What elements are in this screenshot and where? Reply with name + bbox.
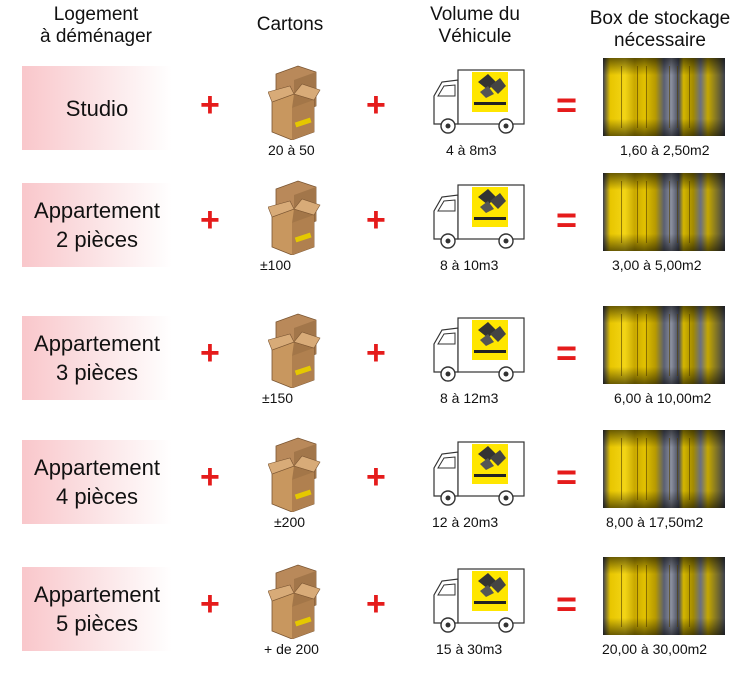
housing-label-line: Appartement [34, 455, 160, 480]
housing-label: Appartement 5 pièces [22, 567, 172, 651]
vehicle-volume: 8 à 12m3 [440, 390, 499, 406]
header-housing: Logement à déménager [6, 4, 186, 48]
plus-sign: + [200, 86, 220, 124]
storage-box-photo [603, 173, 725, 251]
boxes-illustration [267, 432, 324, 513]
vehicle-volume: 12 à 20m3 [432, 514, 499, 530]
boxes-count: ±200 [274, 514, 306, 530]
plus-sign: + [366, 334, 386, 372]
vehicle-volume: 4 à 8m3 [446, 142, 497, 158]
plus-sign: + [200, 201, 220, 239]
header-boxes: Cartons [256, 14, 324, 35]
housing-row: Appartement 4 pièces + ±200 + 12 à 20m3 =… [0, 430, 750, 538]
header-vehicle-line-1: Volume du [430, 4, 520, 25]
storage-surface: 20,00 à 30,00m2 [602, 641, 708, 657]
equals-sign: = [556, 583, 578, 624]
housing-label-line: Appartement [34, 331, 160, 356]
cardboard-boxes-icon [267, 313, 321, 389]
plus-sign: + [366, 585, 386, 623]
cardboard-boxes-icon [267, 65, 321, 141]
housing-label: Appartement 3 pièces [22, 316, 172, 400]
vehicle-volume: 8 à 10m3 [440, 257, 499, 273]
housing-label: Studio [22, 66, 172, 150]
boxes-illustration [267, 175, 324, 256]
header-storage: Box de stockage nécessaire [570, 8, 750, 52]
truck-icon [433, 184, 525, 249]
truck-icon [433, 441, 525, 506]
housing-label-line: 4 pièces [56, 484, 138, 509]
storage-box-photo [603, 306, 725, 384]
storage-surface: 1,60 à 2,50m2 [620, 142, 710, 158]
truck-icon [433, 69, 525, 134]
cardboard-boxes-icon [267, 180, 321, 256]
storage-box-photo [603, 430, 725, 508]
storage-surface: 6,00 à 10,00m2 [614, 390, 712, 406]
plus-sign: + [200, 458, 220, 496]
plus-sign: + [200, 585, 220, 623]
equals-sign: = [556, 84, 578, 125]
housing-label: Appartement 4 pièces [22, 440, 172, 524]
boxes-illustration [267, 559, 324, 640]
housing-label-line: 5 pièces [56, 611, 138, 636]
housing-label: Appartement 2 pièces [22, 183, 172, 267]
housing-label-line: Appartement [34, 582, 160, 607]
header-storage-line-1: Box de stockage [589, 8, 731, 29]
truck-illustration [428, 438, 528, 510]
vehicle-volume: 15 à 30m3 [436, 641, 503, 657]
cardboard-boxes-icon [267, 564, 321, 640]
truck-icon [433, 568, 525, 633]
equals-sign: = [556, 199, 578, 240]
equals-sign: = [556, 456, 578, 497]
storage-box-photo [603, 557, 725, 635]
storage-box-photo [603, 58, 725, 136]
boxes-illustration [267, 60, 324, 141]
storage-surface: 3,00 à 5,00m2 [612, 257, 702, 273]
equals-sign: = [556, 332, 578, 373]
cardboard-boxes-icon [267, 437, 321, 513]
header-housing-line-2: à déménager [40, 26, 152, 47]
housing-label-line: 3 pièces [56, 360, 138, 385]
plus-sign: + [366, 458, 386, 496]
boxes-count: ±100 [260, 257, 292, 273]
plus-sign: + [366, 86, 386, 124]
header-vehicle-line-2: Véhicule [438, 26, 512, 47]
header-storage-line-2: nécessaire [614, 30, 706, 51]
plus-sign: + [200, 334, 220, 372]
truck-illustration [428, 66, 528, 138]
plus-sign: + [366, 201, 386, 239]
header-vehicle: Volume du Véhicule [410, 4, 540, 48]
truck-illustration [428, 565, 528, 637]
housing-row: Studio + 20 à 50 + 4 à 8m3 = 1,60 à 2,50… [0, 58, 750, 166]
housing-row: Appartement 5 pièces + + de 200 + 15 à 30… [0, 557, 750, 665]
boxes-count: ±150 [262, 390, 294, 406]
housing-label-line: Studio [65, 95, 129, 121]
header-housing-line-1: Logement [53, 4, 139, 25]
boxes-illustration [267, 308, 324, 389]
housing-label-line: 2 pièces [56, 227, 138, 252]
boxes-count: 20 à 50 [268, 142, 315, 158]
storage-surface: 8,00 à 17,50m2 [606, 514, 704, 530]
truck-icon [433, 317, 525, 382]
housing-label-line: Appartement [34, 198, 160, 223]
truck-illustration [428, 314, 528, 386]
truck-illustration [428, 181, 528, 253]
boxes-count: + de 200 [264, 641, 319, 657]
